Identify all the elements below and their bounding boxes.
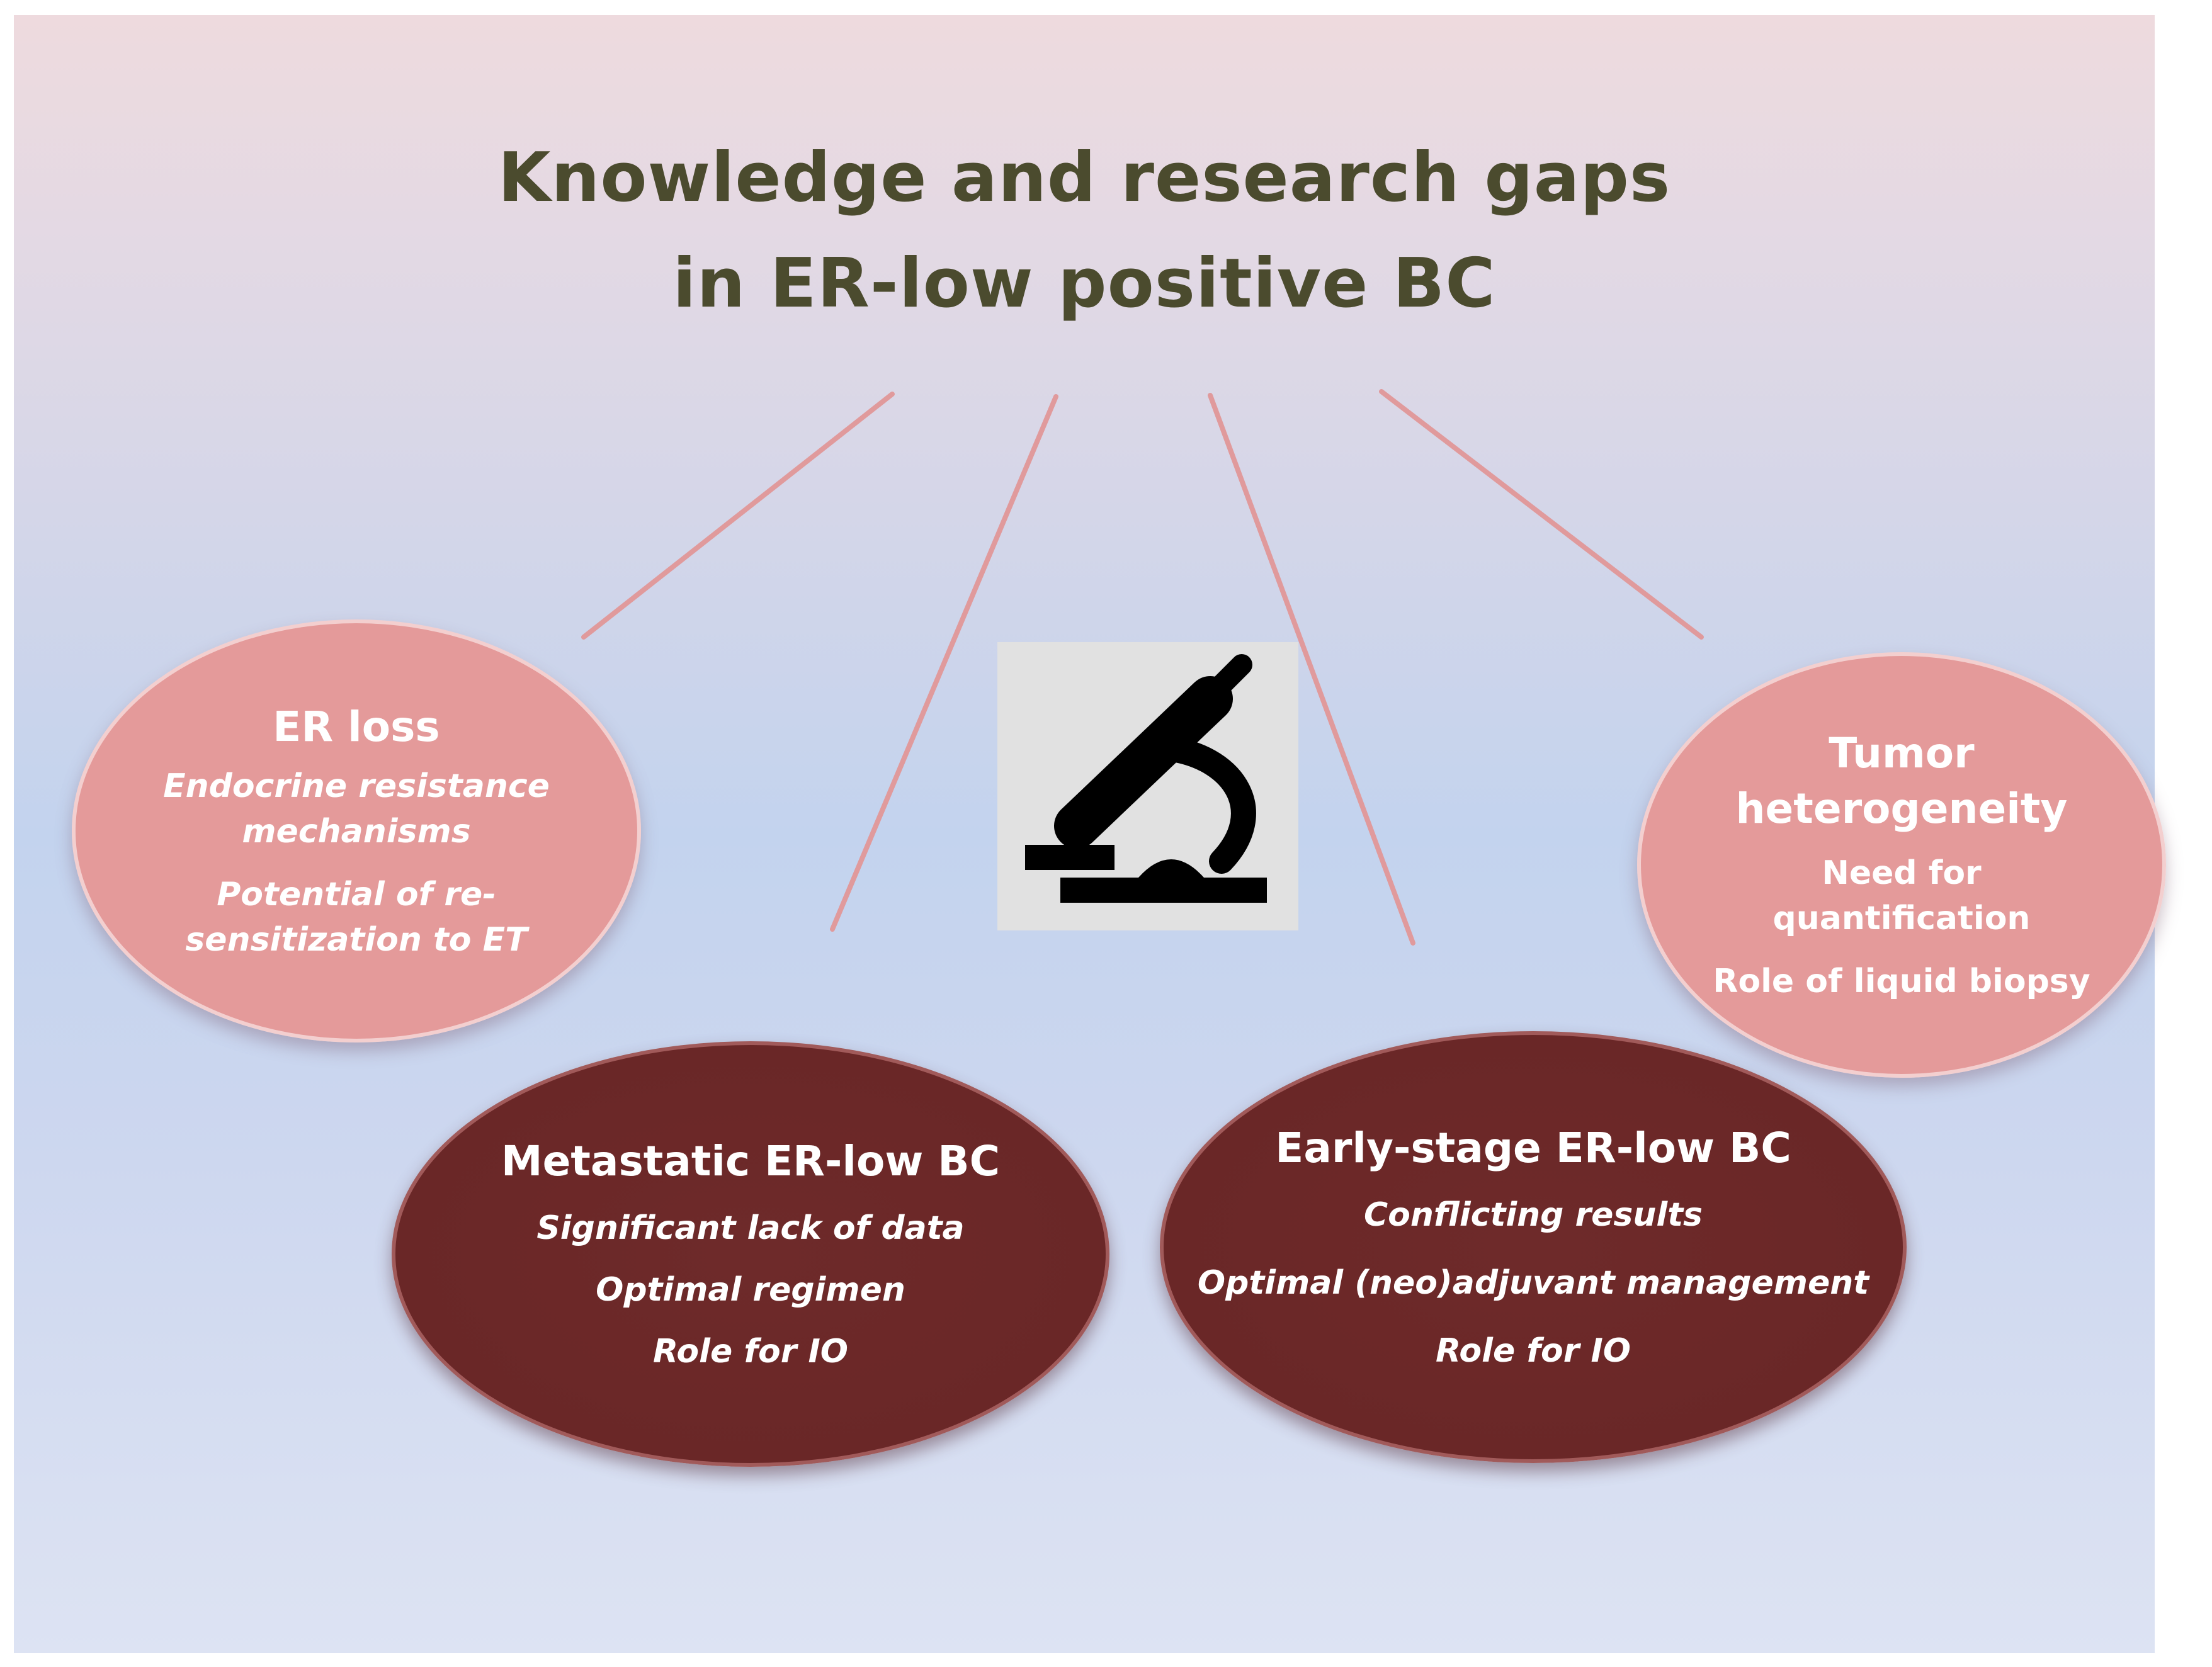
node-metastatic-item: Optimal regimen <box>596 1271 905 1309</box>
node-er-loss-item: Potential of re- <box>217 876 496 913</box>
node-heterogeneity-title-1: Tumor <box>1829 729 1975 777</box>
node-early-stage-er-low-bc: Early-stage ER-low BC Conflicting result… <box>1160 1031 1907 1463</box>
node-er-loss-item: mechanisms <box>242 813 471 850</box>
node-metastatic-item: Role for IO <box>652 1333 849 1370</box>
connector-heterogeneity <box>1379 389 1704 640</box>
connector-early-stage <box>1208 393 1415 946</box>
node-early-stage-item: Conflicting results <box>1363 1196 1703 1234</box>
node-er-loss-item: sensitization to ET <box>185 921 528 959</box>
node-early-stage-title: Early-stage ER-low BC <box>1275 1124 1791 1172</box>
node-metastatic-er-low-bc: Metastatic ER-low BC Significant lack of… <box>392 1041 1109 1467</box>
diagram-title: Knowledge and research gaps in ER-low po… <box>14 125 2155 337</box>
node-heterogeneity-item: Need for <box>1822 854 1982 892</box>
diagram-panel: Knowledge and research gaps in ER-low po… <box>14 15 2166 1653</box>
title-line-1: Knowledge and research gaps <box>497 138 1671 217</box>
node-heterogeneity-item: Role of liquid biopsy <box>1713 963 2090 1000</box>
node-early-stage-item: Role for IO <box>1435 1332 1631 1370</box>
microscope-icon <box>997 642 1298 930</box>
node-er-loss-item: Endocrine resistance <box>163 767 550 805</box>
node-er-loss: ER loss Endocrine resistance mechanisms … <box>72 619 641 1043</box>
connector-er-loss <box>581 392 895 640</box>
node-er-loss-title: ER loss <box>273 703 440 751</box>
title-line-2: in ER-low positive BC <box>672 244 1496 323</box>
node-heterogeneity-item: quantification <box>1772 900 2031 937</box>
node-tumor-heterogeneity: Tumor heterogeneity Need for quantificat… <box>1637 652 2166 1078</box>
node-metastatic-item: Significant lack of data <box>536 1209 965 1247</box>
connector-metastatic <box>830 394 1058 932</box>
connector-lines <box>581 389 1704 946</box>
node-metastatic-title: Metastatic ER-low BC <box>501 1137 1001 1185</box>
node-early-stage-item: Optimal (neo)adjuvant management <box>1197 1264 1869 1302</box>
node-heterogeneity-title-2: heterogeneity <box>1735 784 2068 833</box>
